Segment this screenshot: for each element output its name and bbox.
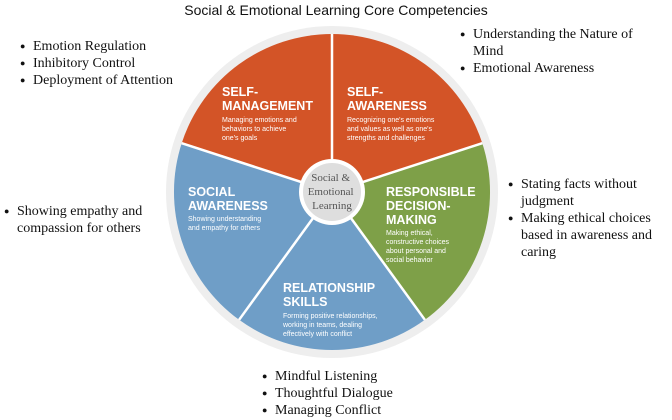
note-item: Understanding the Nature of Mind (460, 26, 660, 60)
note-item: Thoughtful Dialogue (262, 385, 412, 402)
center-hub (303, 163, 361, 221)
note-item: Managing Conflict (262, 402, 412, 419)
competency-wheel: SELF- MANAGEMENT Managing emotions and b… (166, 26, 498, 358)
notes-responsible-decision-making: Stating facts without judgment Making et… (508, 176, 668, 261)
social-awareness-heading: SOCIAL AWARENESS (188, 185, 268, 213)
segment-social-awareness (173, 143, 332, 320)
note-item: Mindful Listening (262, 368, 412, 385)
note-item: Making ethical choices based in awarenes… (508, 210, 668, 261)
segment-relationship-skills (239, 192, 425, 350)
diagram-title: Social & Emotional Learning Core Compete… (184, 2, 488, 18)
note-item: Inhibitory Control (20, 55, 220, 72)
segment-self-awareness (332, 33, 483, 193)
note-item: Emotion Regulation (20, 38, 220, 55)
responsible-decision-making-description: Making ethical, constructive choices abo… (386, 230, 451, 264)
self-awareness-heading: SELF- AWARENESS (347, 85, 427, 113)
note-item: Showing empathy and compassion for other… (4, 203, 172, 237)
segment-self-management (181, 34, 332, 192)
relationship-skills-description: Forming positive relationships, working … (282, 313, 380, 338)
notes-social-awareness: Showing empathy and compassion for other… (4, 203, 172, 237)
center-label: Social & Emotional Learning (308, 172, 357, 212)
note-item: Deployment of Attention (20, 72, 220, 89)
self-management-description: Managing emotions and behaviors to achie… (222, 117, 299, 142)
self-awareness-description: Recognizing one's emotions and values as… (347, 117, 436, 142)
social-awareness-description: Showing understanding and empathy for ot… (188, 216, 263, 232)
note-item: Emotional Awareness (460, 60, 660, 77)
responsible-decision-making-heading: RESPONSIBLE DECISION- MAKING (386, 185, 479, 227)
notes-self-management: Emotion Regulation Inhibitory Control De… (20, 38, 220, 89)
notes-self-awareness: Understanding the Nature of Mind Emotion… (460, 26, 660, 77)
relationship-skills-heading: RELATIONSHIP SKILLS (283, 281, 378, 309)
notes-relationship-skills: Mindful Listening Thoughtful Dialogue Ma… (262, 368, 412, 419)
note-item: Stating facts without judgment (508, 176, 668, 210)
segment-responsible-decision-making (332, 143, 491, 320)
self-management-heading: SELF- MANAGEMENT (222, 85, 313, 113)
